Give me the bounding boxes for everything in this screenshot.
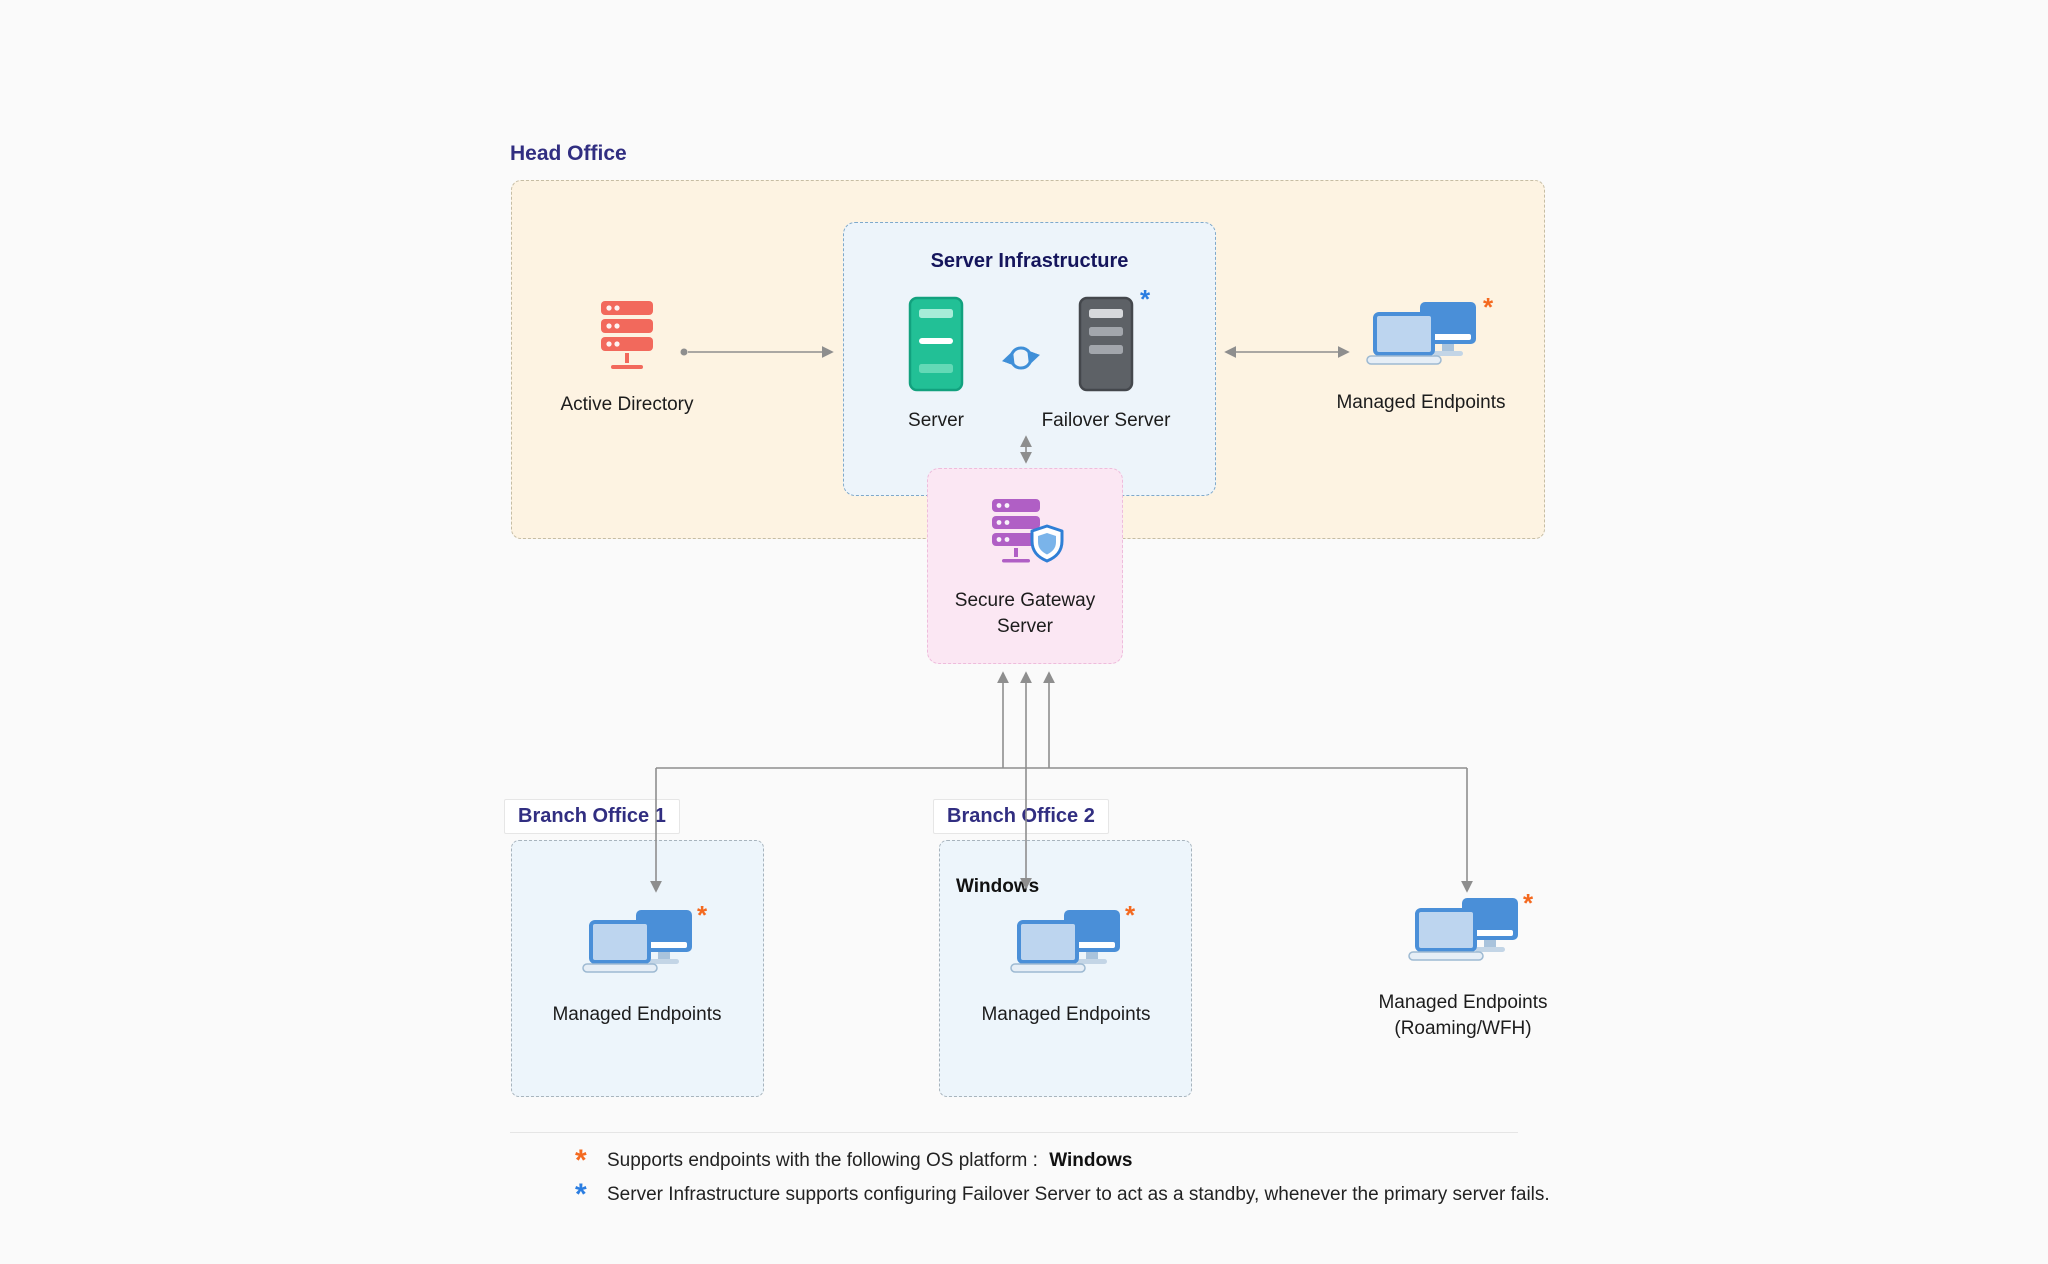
- secure-gateway-icon: [988, 496, 1064, 577]
- legend-failover-marker: *: [575, 1178, 587, 1211]
- endpoints-ho-note-marker: *: [1483, 292, 1494, 322]
- active-directory-label: Active Directory: [560, 394, 694, 415]
- branch-office-2-os-label: Windows: [956, 876, 1040, 897]
- branch-office-1-title: Branch Office 1: [504, 799, 680, 834]
- secure-gateway-label: Secure Gateway Server: [954, 590, 1096, 637]
- legend-windows-note: Supports endpoints with the following OS…: [607, 1150, 1132, 1172]
- server-infrastructure-title: Server Infrastructure: [930, 250, 1129, 272]
- endpoints-roaming-note-marker: *: [1523, 888, 1534, 918]
- endpoints-bo1-note-marker: *: [697, 900, 708, 930]
- managed-endpoints-bo2-label: Managed Endpoints: [981, 1004, 1151, 1025]
- legend-failover-note: Server Infrastructure supports configuri…: [607, 1184, 1550, 1205]
- managed-endpoints-icon: [1363, 300, 1479, 393]
- managed-endpoints-icon: [579, 908, 695, 1001]
- server-icon: [908, 296, 964, 397]
- endpoints-bo2-note-marker: *: [1125, 900, 1136, 930]
- failover-server-icon: [1078, 296, 1134, 397]
- server-label: Server: [908, 410, 964, 431]
- failover-server-label: Failover Server: [1041, 410, 1171, 431]
- head-office-title: Head Office: [510, 142, 627, 165]
- managed-endpoints-icon: [1405, 896, 1521, 989]
- sync-icon: [999, 336, 1043, 385]
- managed-endpoints-ho-label: Managed Endpoints: [1336, 392, 1506, 413]
- legend-windows-marker: *: [575, 1144, 587, 1177]
- managed-endpoints-icon: [1007, 908, 1123, 1001]
- active-directory-icon: [595, 299, 659, 382]
- legend-windows-note-highlight: Windows: [1049, 1150, 1133, 1171]
- failover-note-marker: *: [1140, 284, 1151, 314]
- legend-windows-note-text: Supports endpoints with the following OS…: [607, 1150, 1038, 1171]
- managed-endpoints-roaming-label: Managed Endpoints (Roaming/WFH): [1378, 992, 1548, 1039]
- managed-endpoints-bo1-label: Managed Endpoints: [552, 1004, 722, 1025]
- branch-office-2-title: Branch Office 2: [933, 799, 1109, 834]
- legend-divider: [510, 1132, 1518, 1133]
